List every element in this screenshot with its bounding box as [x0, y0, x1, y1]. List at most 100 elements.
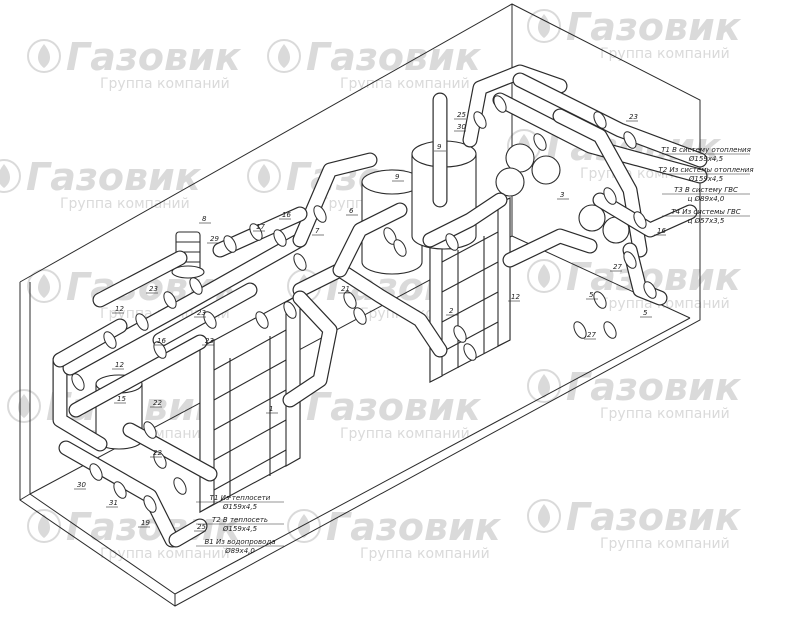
pipe-body: [493, 93, 707, 183]
callout-number: 23: [149, 285, 158, 293]
flange: [453, 325, 467, 343]
connection-size: Ø159х4,5: [222, 503, 258, 511]
fittings-layer: [71, 95, 657, 513]
flange: [463, 343, 477, 361]
callout-number: 29: [210, 235, 219, 243]
watermark-subtitle: Группа компаний: [360, 546, 490, 562]
pipe-body: [283, 291, 337, 407]
callout-number: 19: [141, 519, 150, 527]
flange: [473, 111, 487, 129]
callout-number: 22: [153, 399, 162, 407]
flange: [143, 421, 157, 439]
callout-number: 12: [115, 305, 124, 313]
flange: [283, 301, 297, 319]
flange: [313, 205, 327, 223]
flange: [633, 211, 647, 229]
watermark-subtitle: Группа компаний: [600, 406, 730, 422]
flange: [445, 233, 459, 251]
flange: [623, 131, 637, 149]
flange: [143, 495, 157, 513]
callout-number: 27: [613, 263, 622, 271]
callout-number: 9: [395, 173, 400, 181]
flange: [173, 477, 187, 495]
flange: [153, 341, 167, 359]
flange: [603, 187, 617, 205]
watermark-name: Газовик: [566, 5, 742, 49]
connection-size: Ø159х4,5: [688, 175, 724, 183]
flange: [623, 251, 637, 269]
pipe-body: [333, 203, 407, 277]
callout-number: 30: [457, 123, 466, 131]
flange: [593, 291, 607, 309]
watermark-name: Газовик: [306, 35, 482, 79]
callout-number: 16: [157, 337, 166, 345]
pipe-body: [53, 319, 127, 367]
expansion-tank-1: [361, 169, 423, 275]
connection-title: T2 В теплосеть: [212, 516, 268, 524]
callout-number: 15: [117, 395, 126, 403]
pipe-body: [93, 251, 187, 307]
watermark-subtitle: Группа компаний: [600, 536, 730, 552]
watermark-name: Газовик: [306, 385, 482, 429]
flange: [135, 313, 149, 331]
watermark-name: Газовик: [566, 495, 742, 539]
flange: [203, 311, 217, 329]
flange: [113, 481, 127, 499]
callout-number: 31: [109, 499, 118, 507]
connection-title: T3 В систему ГВС: [674, 186, 738, 194]
flange: [293, 253, 307, 271]
flange: [573, 321, 587, 339]
flange: [255, 311, 269, 329]
pipe-body: [513, 73, 707, 167]
watermark-name: Газовик: [26, 155, 202, 199]
pipe-body: [169, 519, 207, 547]
callout-number: 12: [115, 361, 124, 369]
connection-title: B1 Из водопровода: [204, 538, 275, 546]
callout-number: 6: [349, 207, 354, 215]
flange: [533, 133, 547, 151]
flange: [223, 235, 237, 253]
watermark-name: Газовик: [326, 505, 502, 549]
connection-title: T1 Из теплосети: [210, 494, 271, 502]
callout-number: 2: [449, 307, 454, 315]
callout-number: 23: [197, 309, 206, 317]
callout-number: 30: [77, 481, 86, 489]
callout-number: 25: [197, 523, 206, 531]
pipe-body: [423, 193, 507, 247]
callout-number: 12: [511, 293, 520, 301]
connection-title: T1 В систему отопления: [661, 146, 751, 154]
flange: [593, 111, 607, 129]
callout-number: 16: [657, 227, 666, 235]
watermark-name: Газовик: [66, 35, 242, 79]
flange: [343, 291, 357, 309]
pipe-body: [123, 423, 217, 481]
flange: [393, 239, 407, 257]
callout-number: 8: [202, 215, 207, 223]
pipe-body: [53, 353, 107, 451]
callout-number: 21: [341, 285, 350, 293]
pump-group-2: [578, 204, 630, 244]
watermark-subtitle: Группа компаний: [60, 196, 190, 212]
flange: [89, 463, 103, 481]
flange: [163, 291, 177, 309]
watermark-subtitle: Группа компаний: [600, 296, 730, 312]
